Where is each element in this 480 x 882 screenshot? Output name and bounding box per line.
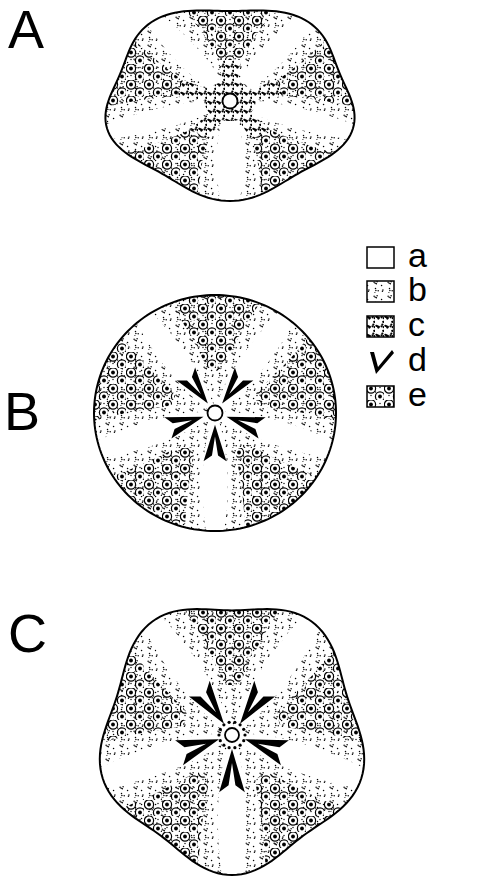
interambulacral-area [235, 742, 399, 882]
apical-dot [219, 739, 222, 742]
apical-dot [228, 746, 231, 749]
apical-dot [233, 721, 236, 724]
legend-letter: e [408, 377, 427, 411]
periproct [208, 406, 223, 421]
tubercle-field [57, 611, 188, 757]
apical-dot [219, 728, 222, 731]
apical-dot [242, 739, 245, 742]
tubercle-field [59, 308, 175, 431]
apical-dot [217, 733, 220, 736]
test-outline [100, 609, 364, 875]
v-mark [204, 425, 227, 461]
tubercle-field [149, 274, 282, 371]
v-mark [175, 739, 219, 765]
legend-entry: b [366, 275, 427, 309]
v-mark [222, 367, 253, 403]
legend-letter: d [408, 342, 427, 376]
apical-dot [242, 728, 245, 731]
interambulacral-area [65, 742, 229, 882]
test-outline [105, 10, 354, 201]
periproct [223, 94, 238, 109]
tubercle-field [160, 0, 301, 65]
interambulacral-area [218, 419, 364, 567]
tubercle-field [65, 12, 188, 117]
legend-swatch [366, 349, 396, 375]
legend-letter: c [408, 307, 425, 341]
tubercle-field [157, 570, 306, 685]
legend-swatch [366, 279, 396, 305]
legend-entry: d [366, 345, 427, 379]
legend-swatch [366, 245, 396, 271]
tubercle-field [256, 772, 387, 882]
tubercle-field [84, 128, 207, 229]
apical-dot [222, 723, 225, 726]
legend-swatch [366, 314, 396, 340]
legend-letter: b [408, 272, 427, 306]
legend-entry: c [366, 310, 425, 344]
test-outline [94, 295, 336, 531]
tubercle-field [277, 611, 408, 757]
tubercle-field [255, 308, 371, 431]
dense-apical-area [204, 81, 255, 121]
legend-entry: a [366, 241, 427, 275]
apical-dot [233, 746, 236, 749]
apical-dot [239, 723, 242, 726]
figure-letter: C [8, 606, 47, 660]
v-mark [219, 749, 245, 792]
apical-dot [239, 744, 242, 747]
tubercle-field [252, 128, 375, 229]
tubercle-field [272, 12, 395, 117]
echinoid-test [65, 0, 395, 231]
apical-dot [228, 721, 231, 724]
v-mark [164, 417, 203, 439]
legend-letter: a [408, 238, 427, 272]
periproct [225, 728, 239, 742]
tubercle-field [77, 445, 193, 564]
apical-dot [243, 733, 246, 736]
echinoid-test [59, 274, 371, 566]
v-mark [245, 739, 289, 765]
tubercle-field [236, 445, 352, 564]
legend-swatch [366, 384, 396, 410]
v-mark [227, 417, 266, 439]
tubercle-field [77, 772, 208, 882]
echinoid-test [57, 570, 408, 882]
v-mark [240, 681, 275, 724]
apical-dot [222, 744, 225, 747]
v-mark [189, 681, 224, 724]
legend-entry: e [366, 380, 427, 414]
v-mark [177, 367, 208, 403]
figure-letter: B [4, 384, 40, 438]
interambulacral-area [66, 419, 212, 567]
figure-letter: A [8, 2, 44, 56]
